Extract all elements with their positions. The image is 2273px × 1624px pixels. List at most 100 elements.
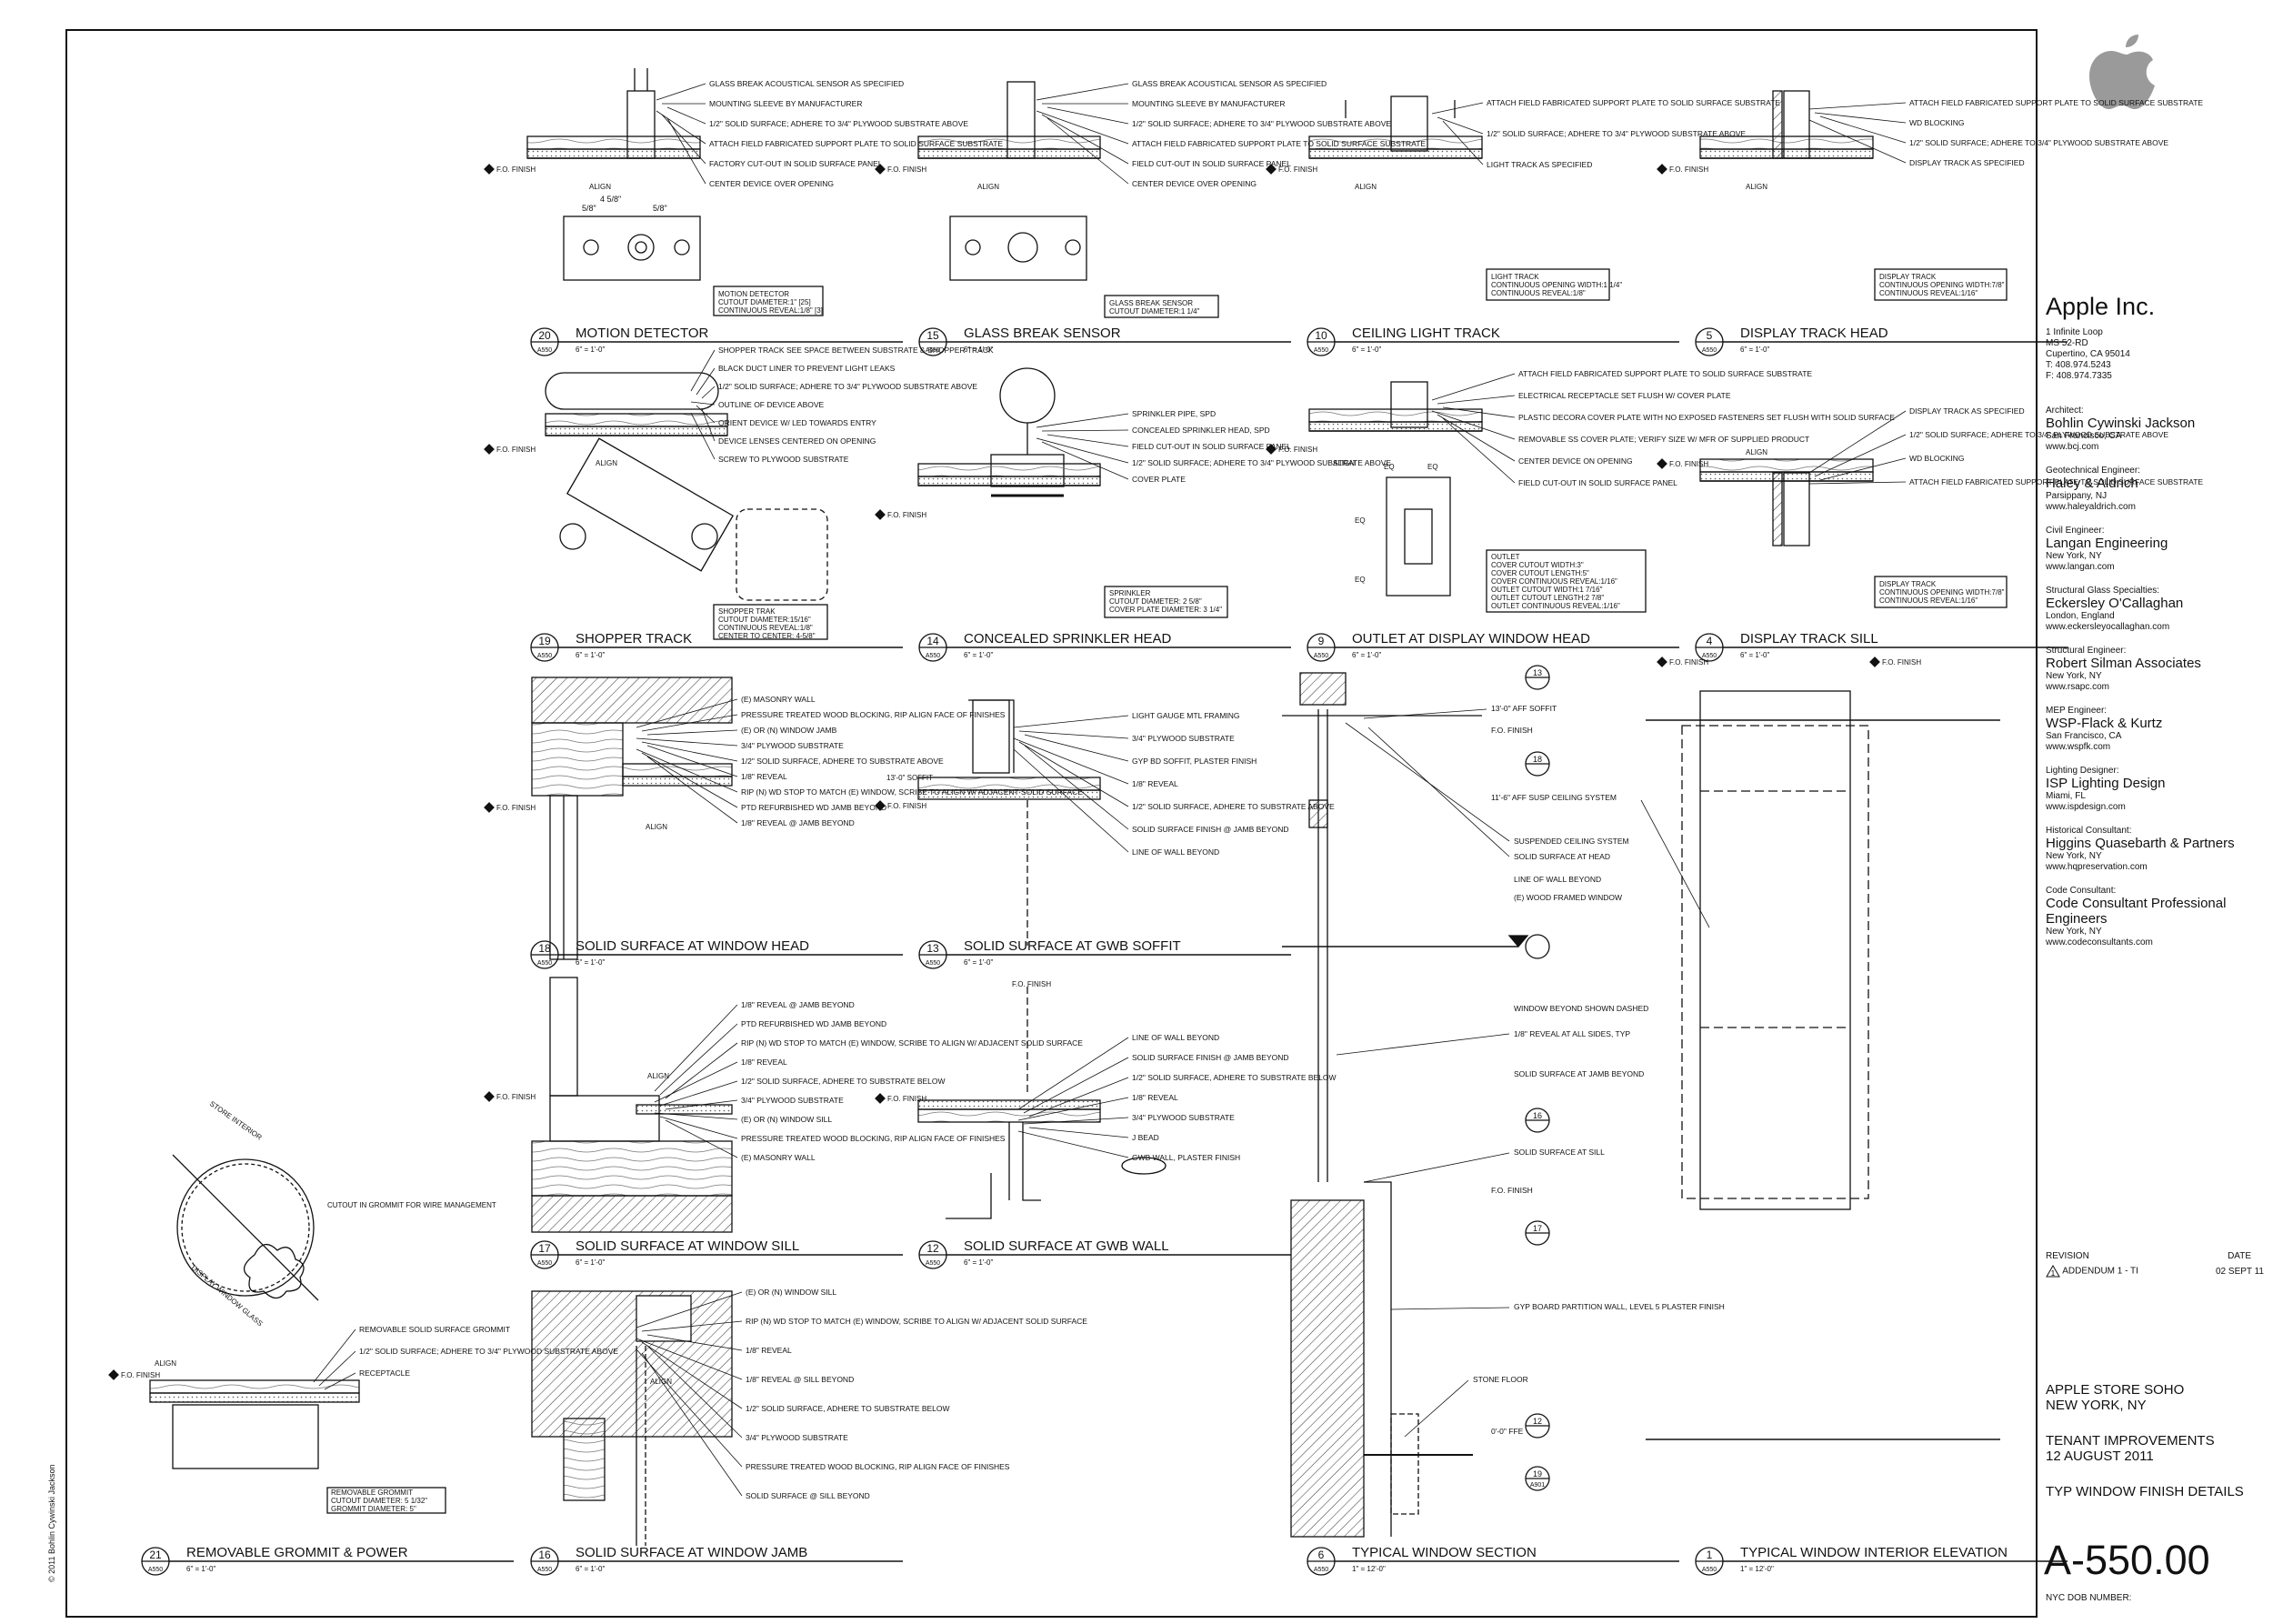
leader-line [1437, 116, 1484, 135]
leader-line [636, 737, 738, 747]
sensor-body [1006, 81, 1036, 159]
callout-text: SOLID SURFACE FINISH @ JAMB BEYOND [1132, 1053, 1289, 1062]
consultant-entry: Code Consultant:Code Consultant Professi… [2046, 886, 2268, 948]
leader-line [1431, 410, 1516, 440]
leader-line [1024, 734, 1129, 762]
leader-line [1437, 414, 1516, 462]
dimension-text: 5/8" [582, 204, 596, 213]
project-block: APPLE STORE SOHO NEW YORK, NY TENANT IMP… [2046, 1382, 2244, 1499]
note-box [1104, 295, 1219, 318]
callout-text: CENTER DEVICE OVER OPENING [1132, 179, 1257, 188]
structure-above [1299, 672, 1347, 706]
detail-scale: 6" = 1'-0" [576, 346, 605, 354]
leader-line [1046, 434, 1129, 447]
consultant-detail: New York, NY [2046, 927, 2102, 937]
eq-label: EQ [1384, 463, 1395, 471]
callout-text: 1/8" REVEAL @ SILL BEYOND [746, 1375, 854, 1384]
callout-text: 1/2" SOLID SURFACE, ADHERE TO SUBSTRATE … [1132, 1073, 1337, 1082]
detail-scale: 6" = 1'-0" [1740, 651, 1769, 659]
project-name: APPLE STORE SOHO [2046, 1382, 2185, 1398]
callout-text: (E) MASONRY WALL [741, 1153, 816, 1162]
align-label: ALIGN [646, 823, 667, 831]
callout-text: (E) WOOD FRAMED WINDOW [1514, 893, 1622, 902]
callout-text: 13'-0" AFF SOFFIT [1491, 704, 1557, 713]
consultant-name: WSP-Flack & Kurtz [2046, 716, 2163, 731]
level-marker-icon [108, 1369, 119, 1380]
level-marker-icon [1657, 458, 1667, 469]
masonry-wall [531, 1195, 733, 1233]
wd-blocking [1772, 472, 1783, 546]
sheet-border [65, 29, 2038, 1618]
consultant-role: Structural Engineer: [2046, 646, 2127, 656]
callout-text: 3/4" PLYWOOD SUBSTRATE [741, 741, 844, 750]
dimension-text: 4 5/8" [600, 195, 621, 204]
solid-surface-panel [917, 148, 1101, 159]
leader-line [636, 698, 738, 728]
consultant-name: Eckersley O'Callaghan [2046, 596, 2184, 611]
callout-text: 1/2" SOLID SURFACE; ADHERE TO 3/4" PLYWO… [1909, 430, 2168, 439]
screw-circle [674, 239, 690, 256]
fo-finish-label: F.O. FINISH [887, 165, 926, 174]
callout-text: ORIENT DEVICE W/ LED TOWARDS ENTRY [718, 418, 876, 427]
align-label: ALIGN [1333, 459, 1355, 467]
note-box-text: CONTINUOUS REVEAL:1/16" [1879, 289, 1978, 297]
level-marker-icon [875, 509, 886, 520]
callout-text: RECEPTACLE [359, 1368, 410, 1378]
leader-line [690, 349, 716, 392]
leader-line [641, 714, 738, 732]
leader-line [313, 1328, 356, 1383]
section-reference-number: 16 [1533, 1111, 1542, 1120]
note-box-text: CUTOUT DIAMETER:1 1/4" [1109, 307, 1200, 316]
plywood-substrate [545, 413, 728, 427]
leader-line [1013, 737, 1129, 785]
note-box-text: COVER CUTOUT WIDTH:3" [1491, 561, 1584, 569]
consultant-name: Robert Silman Associates [2046, 656, 2201, 671]
note-box-text: CENTER TO CENTER: 4-5/8" [718, 632, 816, 640]
leader-line [1013, 748, 1129, 853]
leader-line [1808, 102, 1907, 110]
detail-number: 13 [926, 942, 939, 955]
callout-text: RIP (N) WD STOP TO MATCH (E) WINDOW, SCR… [746, 1317, 1087, 1326]
level-marker-icon [1657, 657, 1667, 667]
plywood-substrate [917, 463, 1101, 477]
note-box [713, 286, 824, 316]
align-label: ALIGN [650, 1378, 672, 1386]
stone-floor-edge [1390, 1413, 1419, 1515]
leader-line [665, 1119, 738, 1158]
leader-line [1023, 1117, 1129, 1125]
leader-line [318, 1350, 356, 1387]
detail-scale: 6" = 1'-0" [576, 958, 605, 967]
detail-scale: 1" = 12'-0" [1352, 1565, 1386, 1573]
detail-scale: 6" = 1'-0" [576, 1565, 605, 1573]
consultant-detail: Parsippany, NJ [2046, 491, 2108, 501]
note-box [1874, 268, 2008, 301]
callout-text: PLASTIC DECORA COVER PLATE WITH NO EXPOS… [1518, 413, 1895, 422]
cover-plate-elevation [1386, 476, 1451, 596]
leader-line [1808, 119, 1907, 164]
consultant-role: Historical Consultant: [2046, 826, 2132, 836]
level-marker-icon [1266, 444, 1277, 455]
masonry-wall [531, 677, 733, 724]
note-box-text: DISPLAY TRACK [1879, 273, 1937, 281]
consultant-role: Structural Glass Specialties: [2046, 586, 2160, 596]
screw-circle [583, 239, 599, 256]
plywood-substrate [917, 1108, 1101, 1123]
leader-line [646, 729, 738, 736]
masonry-base-wall [1290, 1199, 1365, 1538]
detail-number: 12 [926, 1242, 939, 1255]
detail-title: MOTION DETECTOR [576, 326, 709, 341]
callout-text: LINE OF WALL BEYOND [1132, 1033, 1219, 1042]
detail-scale: 6" = 1'-0" [964, 346, 993, 354]
detail-scale: 1" = 12'-0" [1740, 1565, 1774, 1573]
window-opening [1699, 690, 1851, 1210]
consultant-detail: www.rsapc.com [2046, 682, 2110, 692]
direction-label: STORE INTERIOR [208, 1099, 264, 1141]
consultant-detail: New York, NY [2046, 851, 2102, 861]
callout-text: COVER PLATE [1132, 475, 1186, 484]
